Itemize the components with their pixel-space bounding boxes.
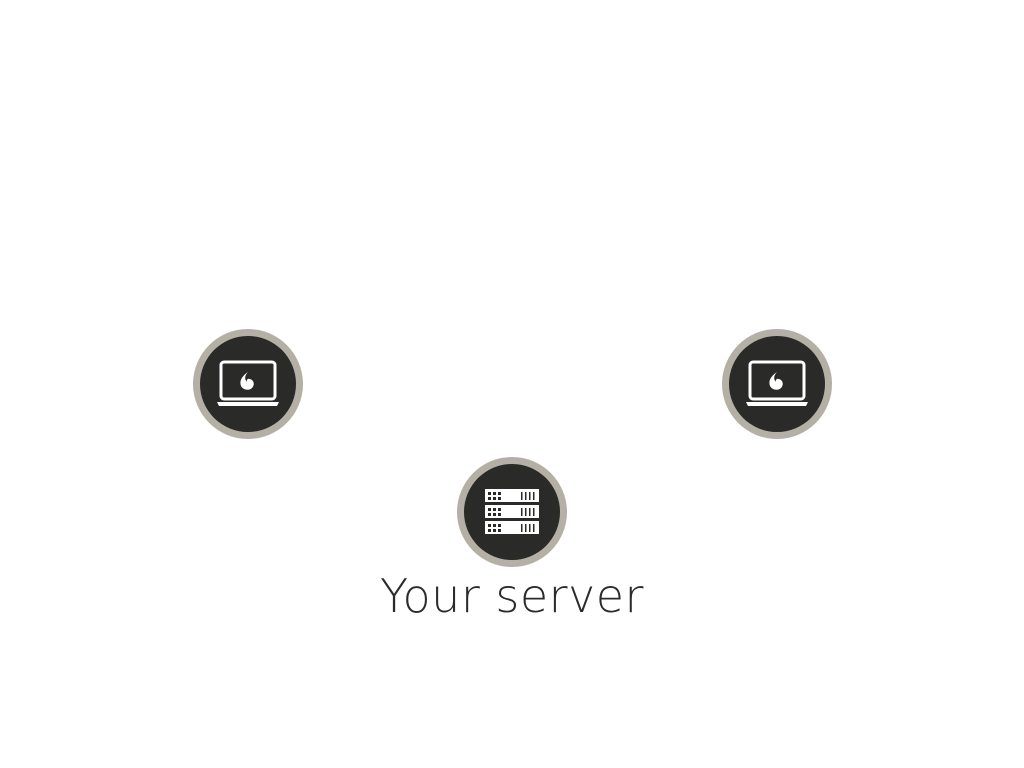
server-rack-icon xyxy=(457,457,567,567)
laptop-icon xyxy=(722,329,832,439)
client-laptop-left xyxy=(193,329,303,439)
server-node xyxy=(457,457,567,567)
laptop-icon xyxy=(193,329,303,439)
server-label: Your server xyxy=(380,569,644,623)
client-laptop-right xyxy=(722,329,832,439)
